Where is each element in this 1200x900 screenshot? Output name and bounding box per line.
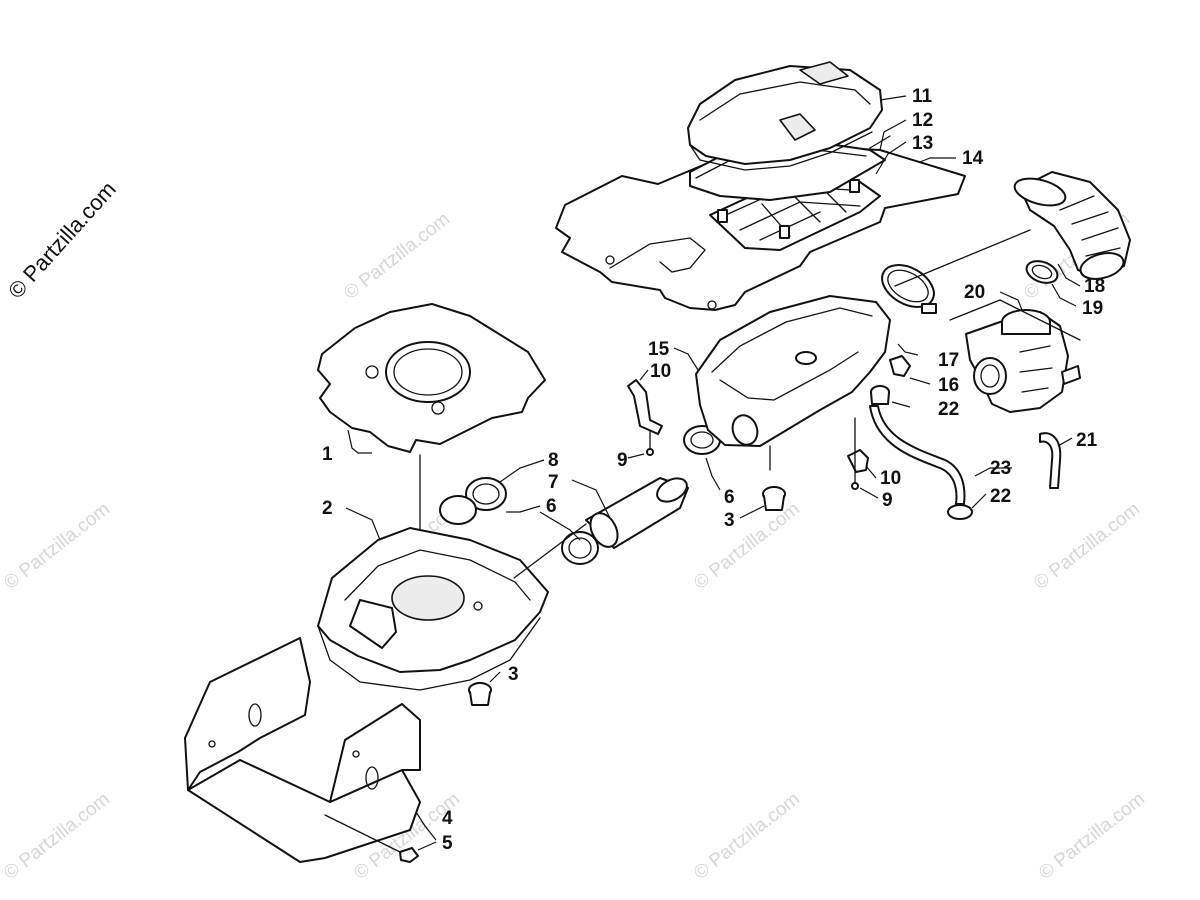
part-5-screw xyxy=(324,814,419,863)
watermark: © Partzilla.com xyxy=(690,789,804,884)
part-11-airbox-cover xyxy=(687,61,883,171)
part-22-hose-clamp-lower xyxy=(947,504,973,520)
callout-3-lower: 3 xyxy=(508,664,519,685)
part-1-top-shield-plate xyxy=(317,303,546,453)
part-10-bracket-left xyxy=(627,379,663,435)
callout-6-left: 6 xyxy=(546,496,557,517)
callout-14: 14 xyxy=(962,148,984,169)
callout-1: 1 xyxy=(322,444,333,465)
callout-23: 23 xyxy=(990,458,1011,479)
part-23-breather-hose xyxy=(869,405,966,505)
part-21-hose xyxy=(1039,432,1062,489)
callout-8: 8 xyxy=(548,450,559,471)
assembly-lines xyxy=(513,135,1081,579)
callout-17: 17 xyxy=(938,350,959,371)
part-9-screw-right xyxy=(851,417,859,490)
part-2-lower-airbox xyxy=(317,527,549,691)
part-3-grommet-upper xyxy=(762,486,786,511)
callout-9-left: 9 xyxy=(617,450,628,471)
callout-6-right: 6 xyxy=(724,487,735,508)
watermark: © Partzilla.com xyxy=(0,789,114,884)
part-6-clamp-left xyxy=(439,495,599,565)
part-22-hose-clamp-upper xyxy=(870,385,890,405)
callout-9-right: 9 xyxy=(882,490,893,511)
watermark: © Partzilla.com xyxy=(1030,499,1144,594)
part-19-clamp xyxy=(1025,260,1059,284)
callout-12: 12 xyxy=(912,110,933,131)
copyright-watermark: © Partzilla.com xyxy=(3,176,121,303)
callout-11: 11 xyxy=(912,86,933,107)
part-9-screw-left xyxy=(646,429,654,456)
callout-22-lower: 22 xyxy=(990,486,1011,507)
callout-22-upper: 22 xyxy=(938,399,959,420)
callout-4: 4 xyxy=(442,808,453,829)
callout-15: 15 xyxy=(648,339,670,360)
callout-16: 16 xyxy=(938,375,959,396)
part-16-clip xyxy=(889,355,911,377)
callout-5: 5 xyxy=(442,833,453,854)
callout-13: 13 xyxy=(912,133,933,154)
part-3-grommet-lower xyxy=(468,682,492,706)
watermark: © Partzilla.com xyxy=(340,209,454,304)
watermark: © Partzilla.com xyxy=(0,499,114,594)
part-4-lower-shield xyxy=(184,637,421,863)
part-10-bracket-right xyxy=(847,449,869,473)
callout-3-upper: 3 xyxy=(724,510,735,531)
part-20-carburetor xyxy=(965,309,1081,413)
callout-2: 2 xyxy=(322,498,333,519)
callout-21: 21 xyxy=(1076,430,1098,451)
part-17-band-clamp xyxy=(881,264,937,314)
callout-7: 7 xyxy=(548,472,559,493)
watermark: © Partzilla.com xyxy=(690,499,804,594)
callout-10-right: 10 xyxy=(880,468,901,489)
callout-10-left: 10 xyxy=(650,361,671,382)
part-18-intake-boot xyxy=(1013,171,1131,280)
callout-labels: 1 2 3 3 4 5 6 6 7 8 9 9 10 10 11 12 13 1… xyxy=(322,86,1105,854)
part-15-upper-airbox xyxy=(695,295,891,471)
watermark: © Partzilla.com xyxy=(1035,789,1149,884)
leader-lines xyxy=(345,95,1081,851)
callout-18: 18 xyxy=(1084,276,1105,297)
callout-19: 19 xyxy=(1082,298,1103,319)
callout-20: 20 xyxy=(964,282,985,303)
part-7-intake-tube xyxy=(585,477,689,549)
